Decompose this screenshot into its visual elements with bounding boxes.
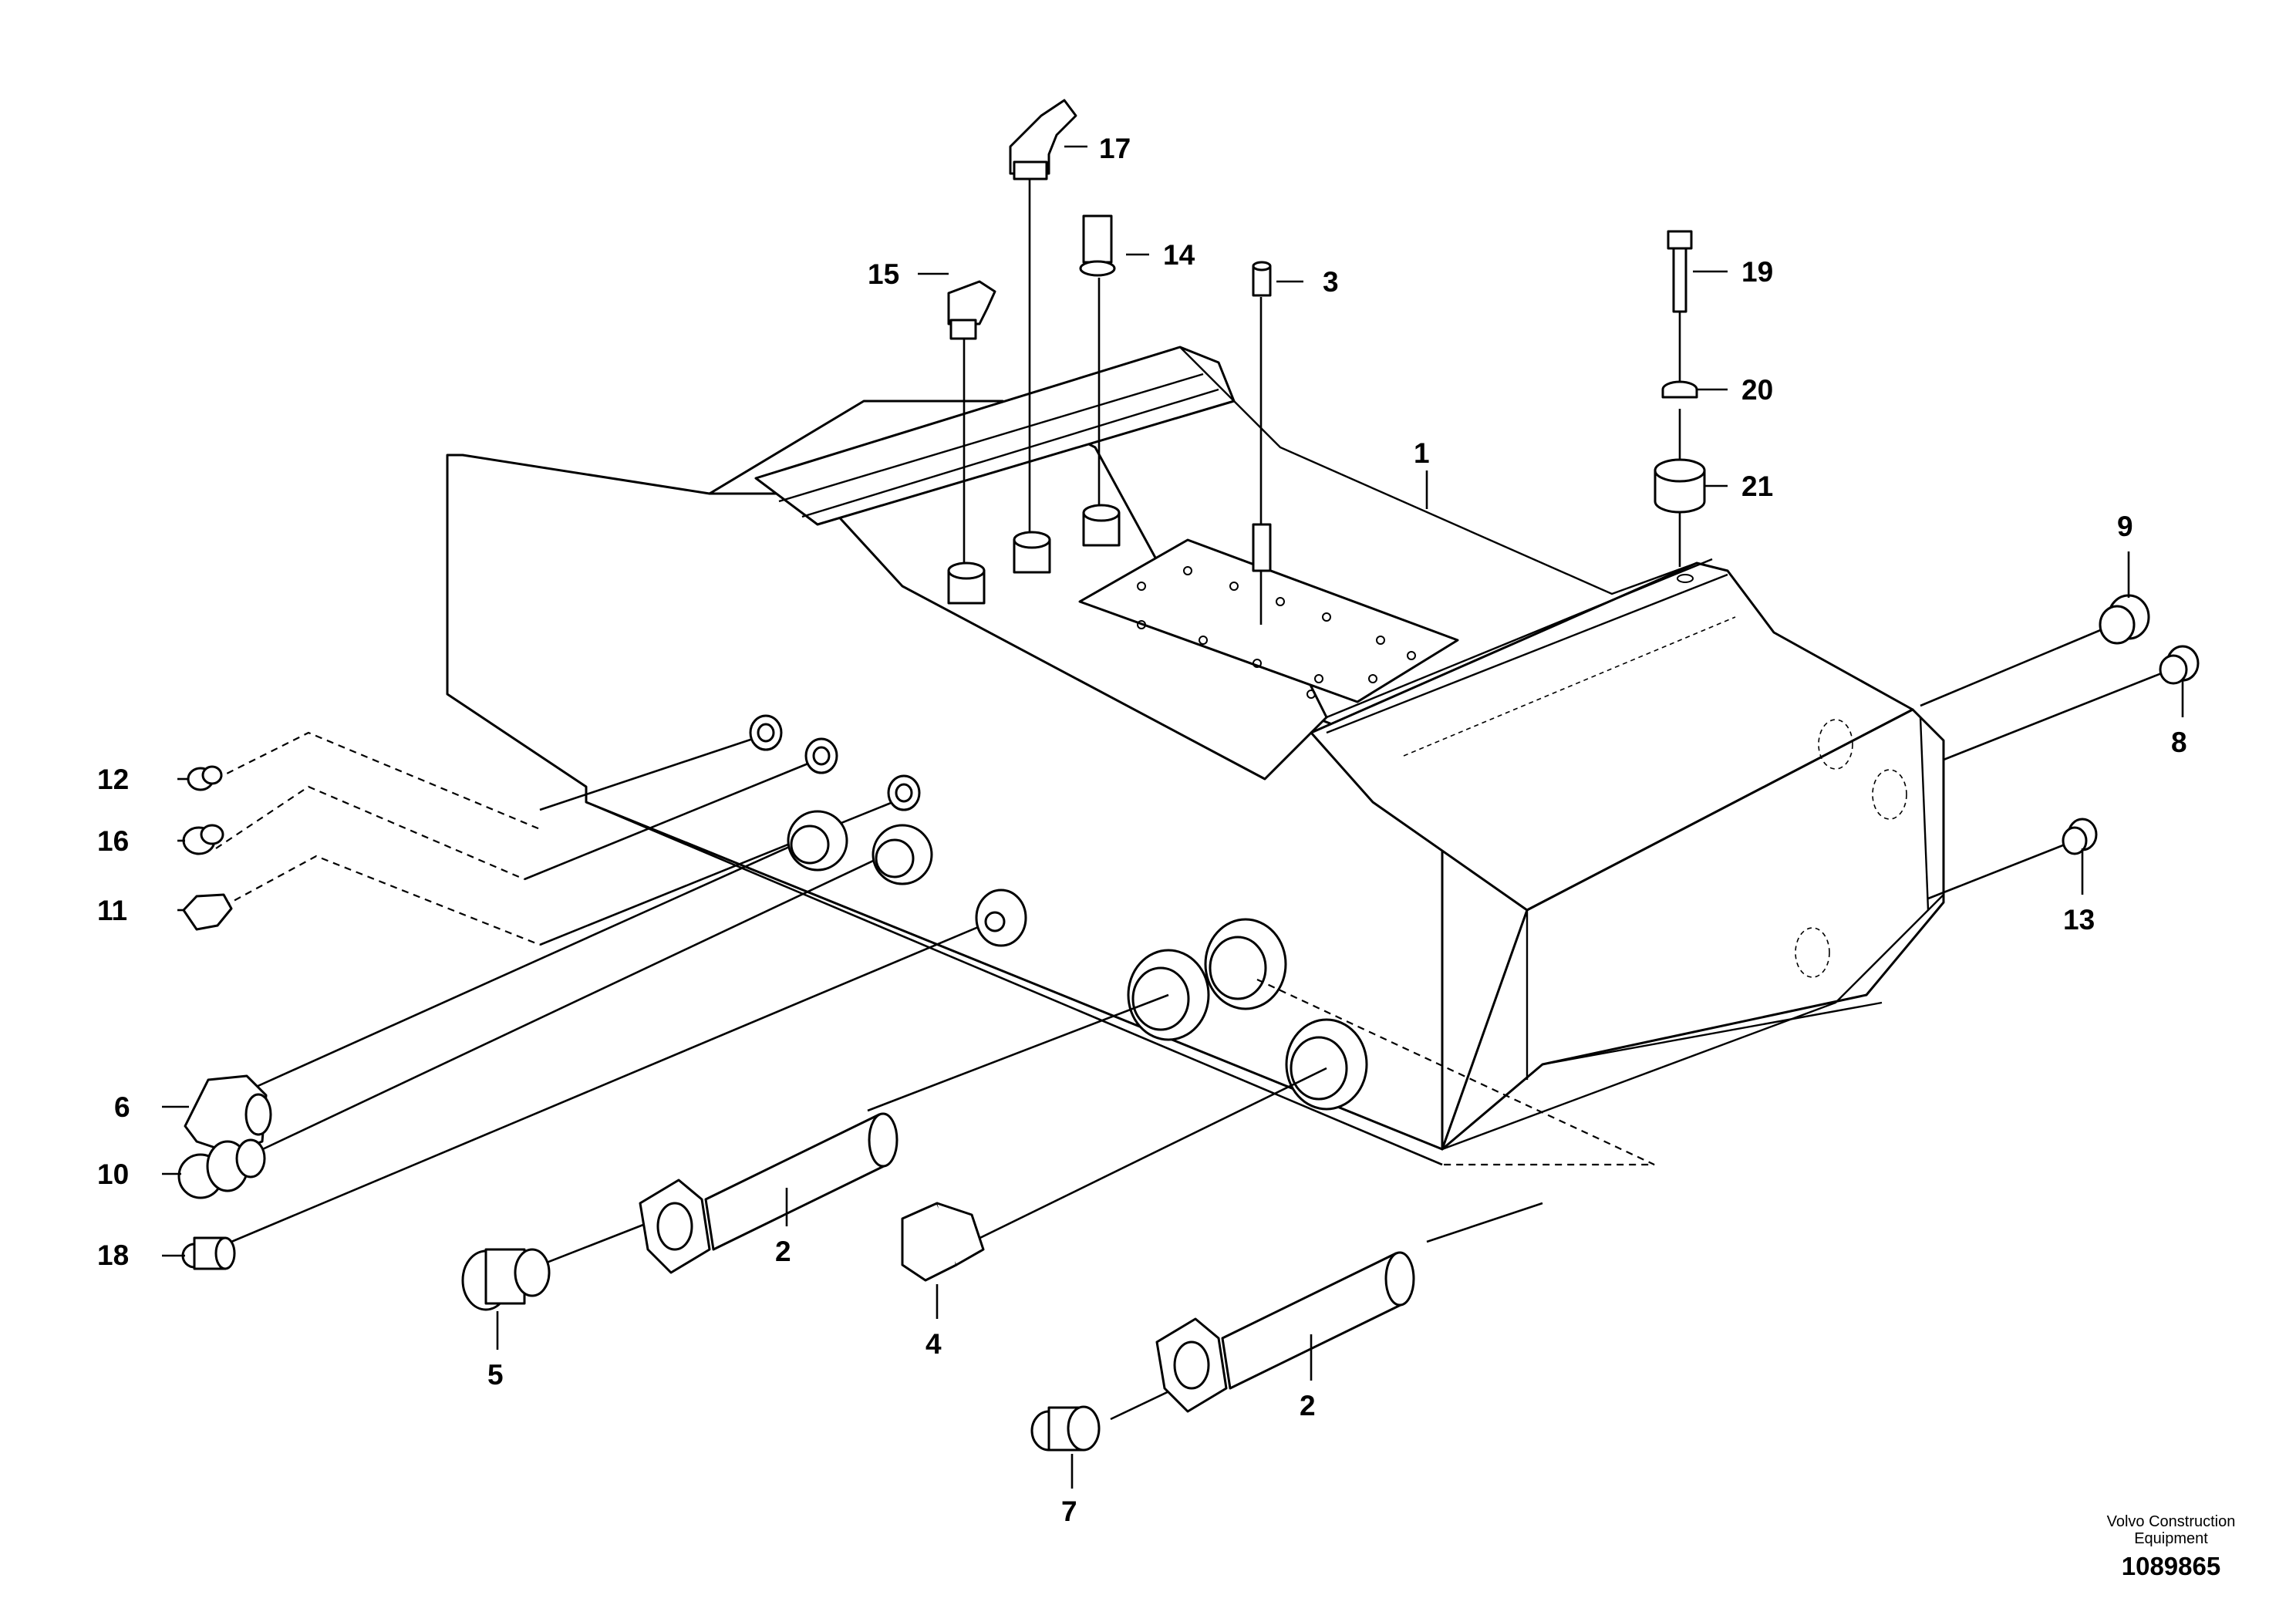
strainer-2b	[1155, 1251, 1415, 1413]
leader-lines	[231, 177, 2168, 1421]
fitting-10	[177, 1138, 266, 1199]
callout-6: 6	[114, 1091, 130, 1123]
elbow-fitting-15	[947, 280, 996, 340]
strainer-2a	[639, 1112, 899, 1274]
callout-16: 16	[97, 825, 129, 857]
plug-16	[182, 824, 224, 855]
plug-3	[1252, 261, 1272, 572]
brand-line-1: Volvo Construction	[2106, 1513, 2236, 1530]
callout-8: 8	[2171, 727, 2187, 758]
bolt-19	[1667, 230, 1693, 313]
fitting-18	[181, 1236, 236, 1270]
elbow-fitting-17	[1009, 99, 1077, 180]
callout-11: 11	[97, 895, 127, 926]
adapter-5	[461, 1248, 551, 1311]
callout-9: 9	[2117, 511, 2133, 542]
plug-4	[901, 1202, 985, 1282]
spacer-21	[1654, 458, 1706, 514]
plug-9	[2099, 594, 2150, 645]
adapter-7	[1030, 1405, 1101, 1452]
callout-13: 13	[2063, 904, 2095, 936]
washer-20	[1661, 380, 1698, 399]
callout-10: 10	[97, 1158, 129, 1190]
plug-13	[2062, 818, 2098, 855]
callout-18: 18	[97, 1239, 129, 1271]
brand-line-2: Equipment	[2134, 1530, 2208, 1547]
bosses-on-deck	[947, 504, 1121, 605]
callout-21: 21	[1741, 470, 1773, 502]
callout-3: 3	[1323, 266, 1339, 298]
hidden-lines	[215, 731, 1655, 1166]
callout-4: 4	[925, 1328, 942, 1360]
tee-fitting-14	[1079, 214, 1116, 277]
callout-1: 1	[1414, 437, 1430, 469]
brand-credit: Volvo Construction Equipment	[2082, 1513, 2260, 1547]
plug-8	[2159, 645, 2200, 685]
elbow-fitting-6	[184, 1074, 272, 1155]
callout-12: 12	[97, 764, 129, 795]
callout-20: 20	[1741, 374, 1773, 406]
callout-7: 7	[1061, 1496, 1077, 1527]
callout-19: 19	[1741, 256, 1773, 288]
callout-2a: 2	[775, 1236, 791, 1267]
callout-ticks	[162, 145, 2184, 1489]
callout-15: 15	[868, 258, 899, 290]
fitting-11	[182, 893, 233, 931]
drawing-number: 1089865	[2121, 1552, 2221, 1580]
callout-5: 5	[487, 1359, 504, 1391]
cover-bolts	[1137, 566, 1416, 699]
bushings-left	[749, 714, 1027, 947]
callout-2b: 2	[1300, 1390, 1316, 1421]
callout-14: 14	[1163, 239, 1195, 271]
plug-12	[187, 765, 223, 791]
callout-17: 17	[1099, 133, 1131, 164]
